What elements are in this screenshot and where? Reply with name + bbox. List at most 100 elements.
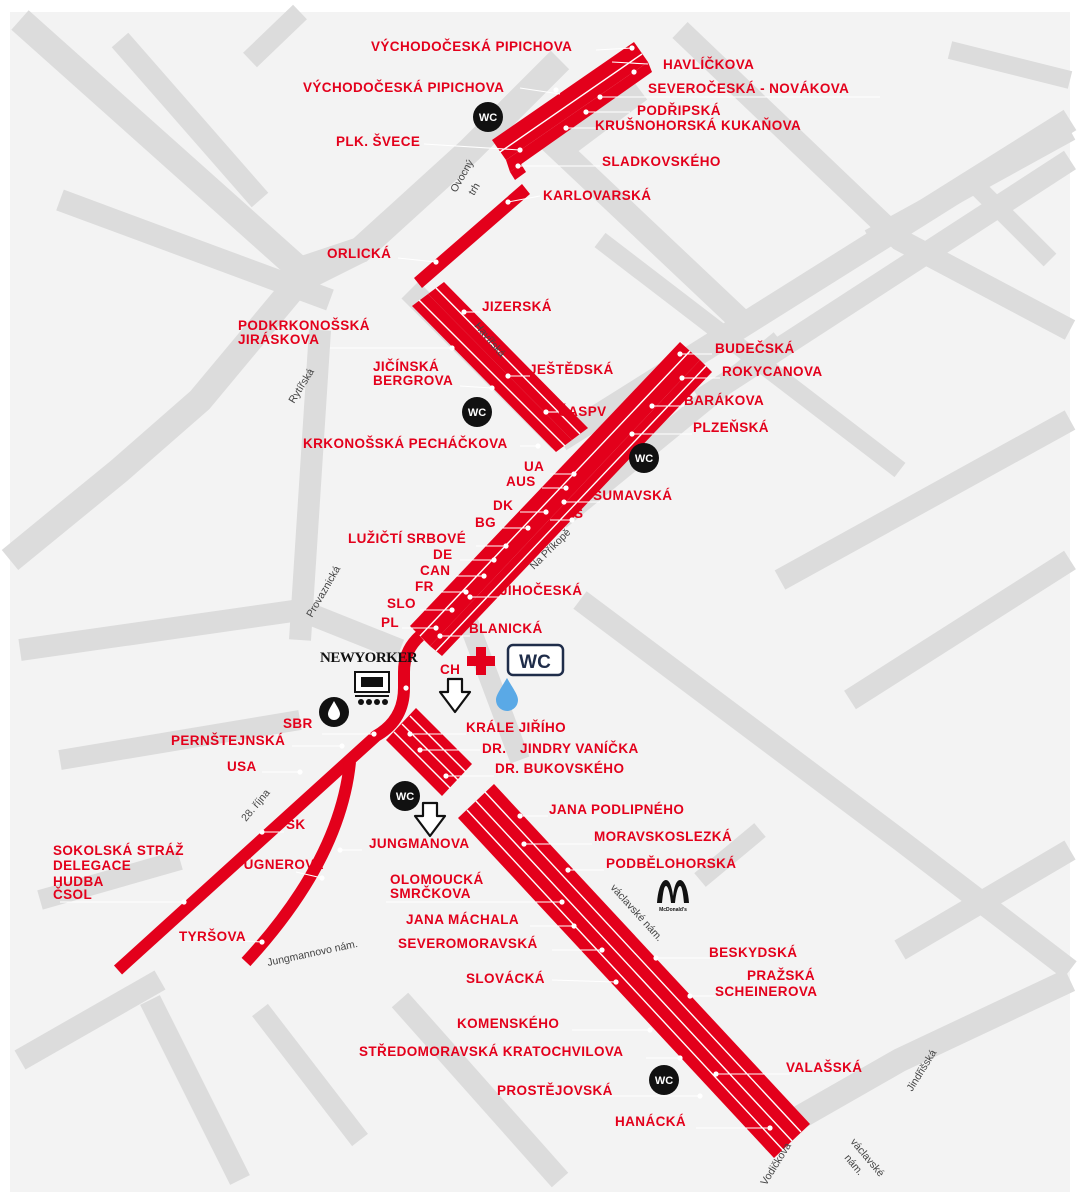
label-csol: ČSOL [53,887,92,902]
wc-icon: WC [390,781,420,811]
label-fugnerova: FÜGNEROVA [235,857,324,872]
svg-text:WC: WC [479,112,497,124]
label-scheinerova: SCHEINEROVA [715,984,817,999]
drop-icon [319,697,349,727]
label-krusnohorska-kukanova: KRUŠNOHORSKÁ KUKAŇOVA [595,118,801,133]
label-dr: DR. [482,741,506,756]
label-sk: SK [286,817,306,832]
label-ch: CH [440,662,460,677]
label-leaders [60,47,880,1129]
map-background [10,12,1070,1192]
route-segment [241,761,356,967]
label-jungmanova: JUNGMANOVA [369,836,470,851]
metro-arrow-icon [413,801,447,838]
label-slo: SLO [387,596,416,611]
label-vychodoceska-pipichova-2: VÝCHODOČESKÁ PIPICHOVA [303,80,504,95]
label-prostejovska: PROSTĚJOVSKÁ [497,1083,613,1098]
svg-text:WC: WC [655,1075,673,1087]
label-pl: PL [381,615,399,630]
label-prazska: PRAŽSKÁ [747,968,815,983]
first-aid-icon [467,647,495,675]
label-vychodoceska-pipichova-1: VÝCHODOČESKÁ PIPICHOVA [371,39,572,54]
label-jestedska: JEŠTĚDSKÁ [529,362,614,377]
wc-icon: WC [462,397,492,427]
street-trh: trh [466,181,483,198]
label-podbelohorska: PODBĚLOHORSKÁ [606,856,736,871]
label-sokolska-straz: SOKOLSKÁ STRÁŽ [53,843,184,858]
label-delegace: DELEGACE [53,858,131,873]
newyorker-logo-icon: NEWYORKER [320,650,418,666]
label-pernstejnska: PERNŠTEJNSKÁ [171,733,285,748]
label-ua: UA [524,459,544,474]
label-kra-jiriho: KRÁLE JIŘÍHO [466,720,566,735]
label-barakova: BARÁKOVA [684,393,764,408]
mcdonalds-logo-icon: McDonald's [657,880,689,913]
svg-text:WC: WC [396,791,414,803]
label-beskydska: BESKYDSKÁ [709,945,797,960]
svg-text:WC: WC [635,453,653,465]
label-de: DE [433,547,453,562]
svg-text:McDonald's: McDonald's [659,907,687,913]
label-bergrova: BERGROVA [373,373,453,388]
label-slovacka: SLOVÁCKÁ [466,971,545,986]
label-aus: AUS [506,474,536,489]
label-budecska: BUDEČSKÁ [715,341,795,356]
label-podkrkonosska: PODKRKONOŠSKÁ [238,318,370,333]
label-usa: USA [227,759,257,774]
label-smrckova: SMRČKOVA [390,886,471,901]
label-karlovarska: KARLOVARSKÁ [543,188,651,203]
group-labels: VÝCHODOČESKÁ PIPICHOVA HAVLÍČKOVA VÝCHOD… [53,39,862,1129]
svg-text:WC: WC [519,652,551,673]
label-stredomoravska: STŘEDOMORAVSKÁ KRATOCHVILOVA [359,1044,623,1059]
label-tyrsova: TYRŠOVA [179,929,246,944]
label-podripska: PODŘIPSKÁ [637,103,721,118]
metro-arrow-icon [438,677,472,714]
wc-icon: WC [473,102,503,132]
label-jana-podlipneho: JANA PODLIPNÉHO [549,802,684,817]
label-dk: DK [493,498,513,513]
label-luzicti-srbove: LUŽIČTÍ SRBOVÉ [348,531,466,546]
label-plzenska: PLZEŇSKÁ [693,420,769,435]
tribune-icon [354,671,390,705]
label-rokycanova: ROKYCANOVA [722,364,823,379]
label-jana-machala: JANA MÁCHALA [406,912,519,927]
label-plk-svece: PLK. ŠVECE [336,134,420,149]
label-jindry-vanicka: JINDRY VANÍČKA [520,741,639,756]
label-jihoceska: JIHOČESKÁ [500,583,582,598]
label-sladkovskeho: SLADKOVSKÉHO [602,154,721,169]
drinking-water-icon [496,678,518,711]
label-jizerska: JIZERSKÁ [482,299,552,314]
label-hudba: HUDBA [53,874,104,889]
wc-icon: WC [629,443,659,473]
label-hanacka: HANÁCKÁ [615,1114,686,1129]
wc-box-icon: WC [506,643,565,677]
route-lane-dividers [393,53,802,1151]
label-jiraskova: JIRÁSKOVA [238,332,319,347]
route-segment [414,184,530,288]
label-caspv: ČASPV [558,404,607,419]
label-olomoucka: OLOMOUCKÁ [390,872,484,887]
label-severoceska-novakova: SEVEROČESKÁ - NOVÁKOVA [648,81,849,96]
label-havlickova: HAVLÍČKOVA [663,57,754,72]
label-bg: BG [475,515,496,530]
wc-icon: WC [649,1065,679,1095]
label-komenskeho: KOMENSKÉHO [457,1016,559,1031]
label-s: S [574,506,583,521]
label-jicinska: JIČÍNSKÁ [373,359,439,374]
label-sbr: SBR [283,716,313,731]
label-dr-bukovskeho: DR. BUKOVSKÉHO [495,761,624,776]
route-segment [510,164,526,180]
label-krkonosska-pechackova: KRKONOŠSKÁ PECHÁČKOVA [303,436,508,451]
label-sumavska: ŠUMAVSKÁ [593,488,672,503]
route-segment [506,62,652,172]
label-valasska: VALAŠSKÁ [786,1060,862,1075]
svg-text:WC: WC [468,407,486,419]
route-dots [181,45,773,1131]
label-moravskoslezka: MORAVSKOSLEZKÁ [594,829,732,844]
label-fr: FR [415,579,434,594]
label-can: CAN [420,563,450,578]
label-severomoravska: SEVEROMORAVSKÁ [398,936,538,951]
label-orlicka: ORLICKÁ [327,246,391,261]
label-blanicka: BLANICKÁ [469,621,543,636]
